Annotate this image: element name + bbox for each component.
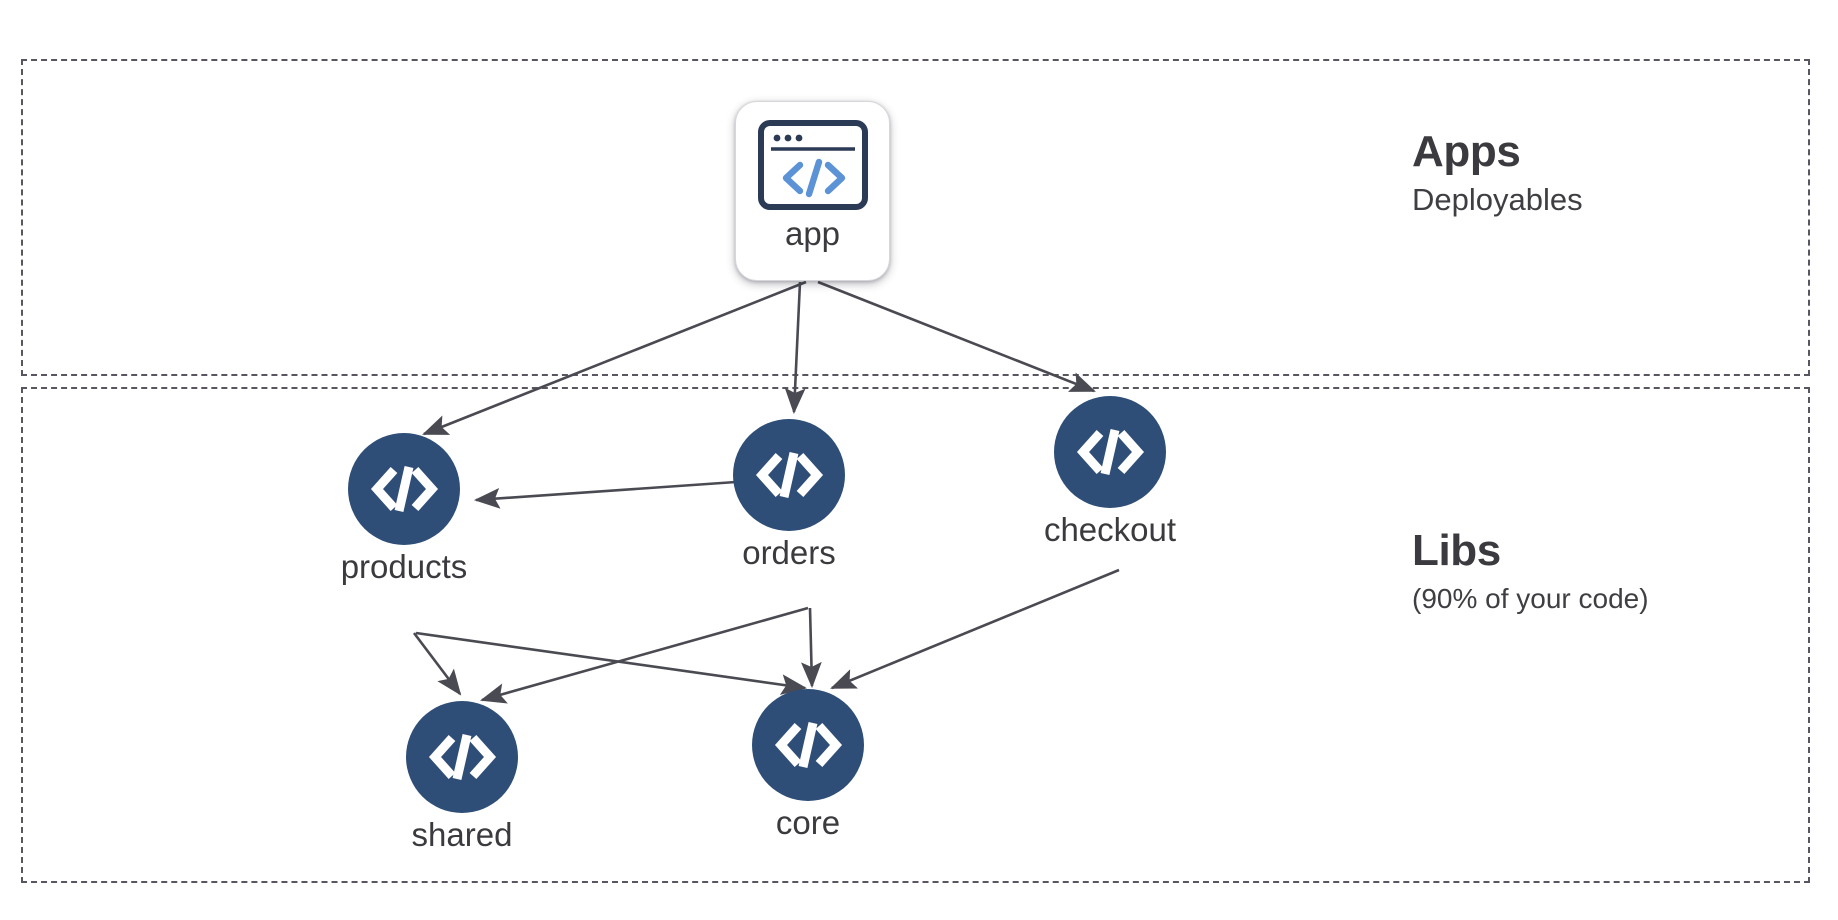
edge-orders-to-core [800,607,822,689]
zone-box-libs [21,387,1810,883]
code-brackets-icon [348,433,460,545]
edge-orders-to-products [473,480,737,509]
zone-caption-apps: Apps Deployables [1412,128,1583,216]
edge-products-to-shared [412,632,462,696]
edge-checkout-to-core [830,568,1120,690]
zone-subtitle-apps: Deployables [1412,181,1583,217]
edge-app-to-orders [784,281,806,415]
zone-title-apps: Apps [1412,127,1521,176]
zone-box-apps [21,59,1810,376]
edge-products-to-core [415,631,808,695]
node-app-label: app [784,215,841,252]
zone-subtitle-libs: (90% of your code) [1412,582,1649,614]
browser-code-icon [757,119,869,211]
node-checkout-label: checkout [1043,511,1177,548]
node-shared-label: shared [411,816,513,853]
code-brackets-icon [1054,396,1166,508]
node-app[interactable]: app [735,101,890,281]
zone-caption-libs: Libs (90% of your code) [1412,527,1649,614]
code-brackets-icon [406,701,518,813]
code-brackets-icon [733,419,845,531]
edge-app-to-checkout [817,280,1096,393]
zone-title-libs: Libs [1412,526,1501,575]
edge-orders-to-shared [479,606,809,704]
node-products-label: products [340,548,468,585]
node-orders-label: orders [742,534,836,571]
node-core-label: core [775,804,841,841]
code-brackets-icon [752,689,864,801]
edge-app-to-products [422,280,807,436]
